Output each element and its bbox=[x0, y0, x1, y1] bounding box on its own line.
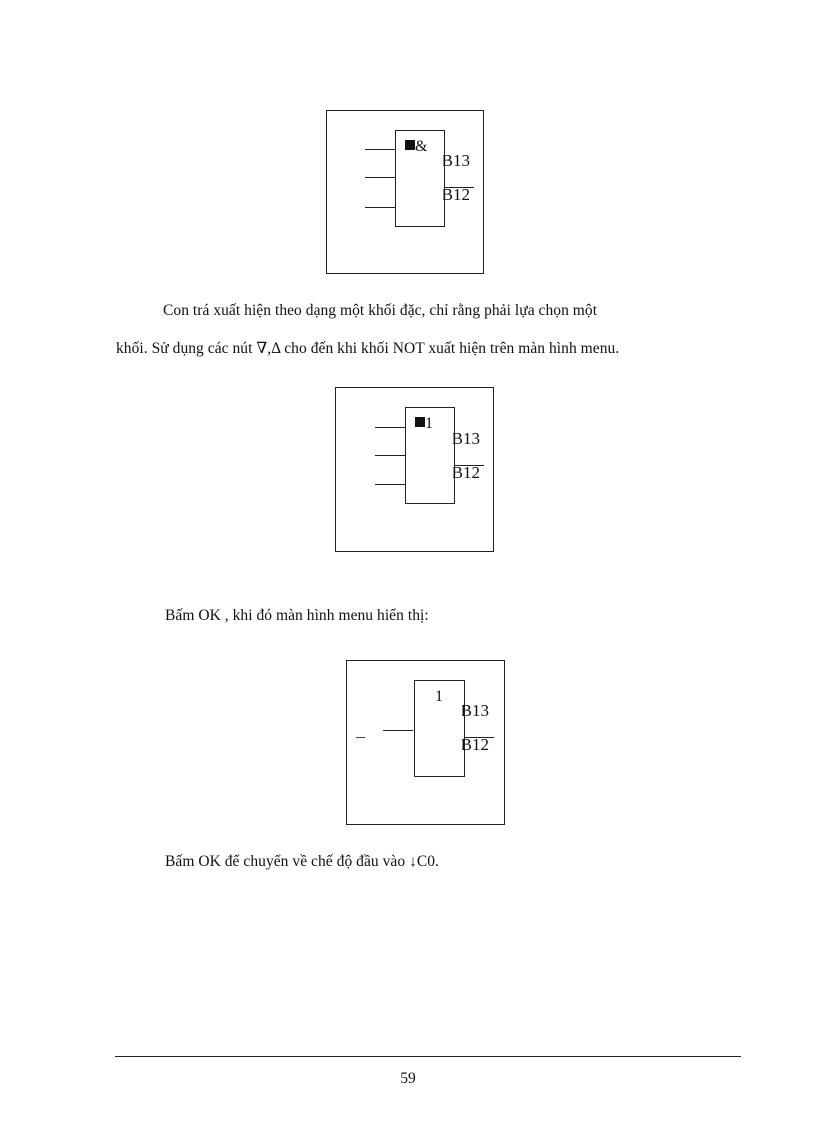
input-wire-3 bbox=[375, 484, 405, 485]
and-gate-block bbox=[395, 130, 445, 227]
cursor-dash bbox=[356, 737, 365, 738]
output-label-b13: B13 bbox=[462, 701, 489, 720]
paragraph-1-line-2: khối. Sử dụng các nút ∇,Δ cho đến khi kh… bbox=[116, 340, 620, 357]
output-label-b12: B12 bbox=[453, 463, 480, 482]
gate-symbol: 1 bbox=[425, 415, 433, 432]
output-label-b13: B13 bbox=[443, 151, 470, 170]
input-wire-2 bbox=[375, 455, 405, 456]
gate-symbol: & bbox=[415, 138, 428, 155]
input-wire-1 bbox=[383, 730, 413, 731]
output-label-b12: B12 bbox=[443, 185, 470, 204]
input-wire-3 bbox=[365, 207, 395, 208]
input-wire-2 bbox=[365, 177, 395, 178]
not-gate-block bbox=[414, 680, 465, 777]
paragraph-3: Bấm OK để chuyển về chế độ đầu vào ↓C0. bbox=[165, 853, 439, 870]
cursor-marker-icon bbox=[415, 417, 425, 427]
input-wire-1 bbox=[365, 149, 395, 150]
output-label-b13: B13 bbox=[453, 429, 480, 448]
not-gate-block bbox=[405, 407, 455, 504]
inverted-output-overline bbox=[455, 465, 484, 466]
footer-rule bbox=[115, 1056, 741, 1057]
inverted-output-overline bbox=[465, 737, 494, 738]
inverted-output-overline bbox=[445, 187, 474, 188]
page-number: 59 bbox=[400, 1070, 416, 1087]
input-wire-1 bbox=[375, 427, 405, 428]
cursor-marker-icon bbox=[405, 140, 415, 150]
output-label-b12: B12 bbox=[462, 735, 489, 754]
paragraph-1-line-1: Con trá xuất hiện theo dạng một khối đặc… bbox=[163, 302, 598, 319]
paragraph-2: Bấm OK , khi đó màn hình menu hiển thị: bbox=[165, 607, 429, 624]
gate-symbol: 1 bbox=[435, 688, 443, 705]
